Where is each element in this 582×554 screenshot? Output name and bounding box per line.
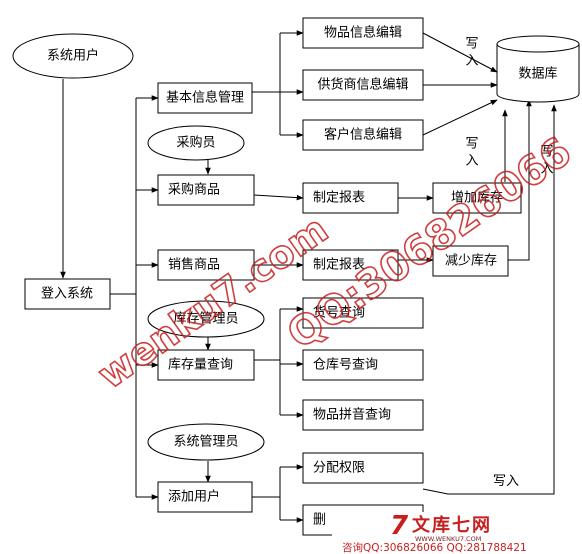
node-customer-edit: 客户信息编辑 <box>324 127 402 143</box>
logo-mark: 7 <box>390 511 409 541</box>
database-node: 数据库 <box>496 35 580 103</box>
node-inc-stock: 增加库存 <box>451 190 503 206</box>
edge-purchase-report <box>253 194 304 201</box>
node-sys-manager-shape <box>147 423 265 461</box>
node-goods-query: 货号查询 <box>313 305 365 321</box>
footer-logo: 7 文库七网 WWW.WENKU7.COM 咨询QQ:306826066 QQ:… <box>332 511 582 554</box>
label-write-1: 写入 <box>463 36 479 70</box>
footer-background <box>332 512 582 554</box>
node-goods-query-shape <box>302 297 424 329</box>
node-item-edit: 物品信息编辑 <box>324 25 402 41</box>
node-report1-shape <box>302 182 399 214</box>
node-sales-shape <box>157 249 255 281</box>
node-inc-stock-shape <box>432 182 522 214</box>
node-buyer: 采购员 <box>176 135 215 151</box>
node-pinyin-query-shape <box>302 399 424 431</box>
node-basic-info-shape <box>157 82 253 114</box>
contact-text: 咨询QQ:306826066 QQ:281788421 <box>342 541 527 554</box>
node-sys-manager: 系统管理员 <box>173 435 238 450</box>
role-nodes: 系统用户 采购员 库存管理员 系统管理员 <box>12 33 265 461</box>
node-buyer-shape <box>147 125 245 161</box>
node-purchase-shape <box>157 174 255 206</box>
logo-url: WWW.WENKU7.COM <box>415 535 481 543</box>
node-dec-stock-shape <box>432 245 509 277</box>
node-add-user: 添加用户 <box>168 489 220 505</box>
edge-customer-db <box>422 99 498 136</box>
node-supplier-edit-shape <box>302 69 424 101</box>
edge-perm-db <box>422 104 557 495</box>
label-write-4: 写入 <box>493 474 519 489</box>
node-supplier-edit: 供货商信息编辑 <box>317 77 408 93</box>
node-system-user-shape <box>12 33 134 79</box>
node-item-edit-shape <box>302 17 424 49</box>
node-report1: 制定报表 <box>313 191 365 206</box>
database-cylinder <box>496 44 580 103</box>
node-report2-shape <box>302 249 399 281</box>
node-basic-info: 基本信息管理 <box>166 90 244 106</box>
node-warehouse-query-shape <box>302 349 424 381</box>
node-customer-edit-shape <box>302 119 424 151</box>
edge-labels: 写入 写入 写入 写入 <box>463 36 554 489</box>
node-login-shape <box>24 278 111 310</box>
node-stock-query: 库存量查询 <box>168 357 233 373</box>
node-pinyin-query: 物品拼音查询 <box>313 407 391 423</box>
node-stock-query-shape <box>157 349 255 381</box>
node-sales: 销售商品 <box>168 257 220 273</box>
label-write-3: 写入 <box>538 144 554 178</box>
node-report2: 制定报表 <box>313 258 365 273</box>
connectors <box>60 30 557 523</box>
node-add-user-shape <box>157 481 253 513</box>
node-delete-user: 删 <box>313 513 326 528</box>
node-stock-manager: 库存管理员 <box>173 311 238 327</box>
logo-text: 文库七网 <box>412 514 492 536</box>
edge-dec-db <box>508 99 532 261</box>
node-system-user: 系统用户 <box>47 48 99 64</box>
node-login: 登入系统 <box>41 287 93 302</box>
node-database: 数据库 <box>518 66 557 82</box>
process-labels: 登入系统 基本信息管理 采购商品 销售商品 库存量查询 添加用户 物品信息编辑 … <box>41 25 503 528</box>
edge-item-db <box>422 32 498 73</box>
node-warehouse-query: 仓库号查询 <box>313 357 378 373</box>
label-write-2: 写入 <box>463 136 479 170</box>
node-dec-stock: 减少库存 <box>445 253 497 269</box>
node-purchase: 采购商品 <box>168 182 220 198</box>
database-top <box>496 35 580 53</box>
node-assign-perm-shape <box>302 452 424 484</box>
node-assign-perm: 分配权限 <box>313 460 365 476</box>
node-stock-manager-shape <box>147 300 265 338</box>
